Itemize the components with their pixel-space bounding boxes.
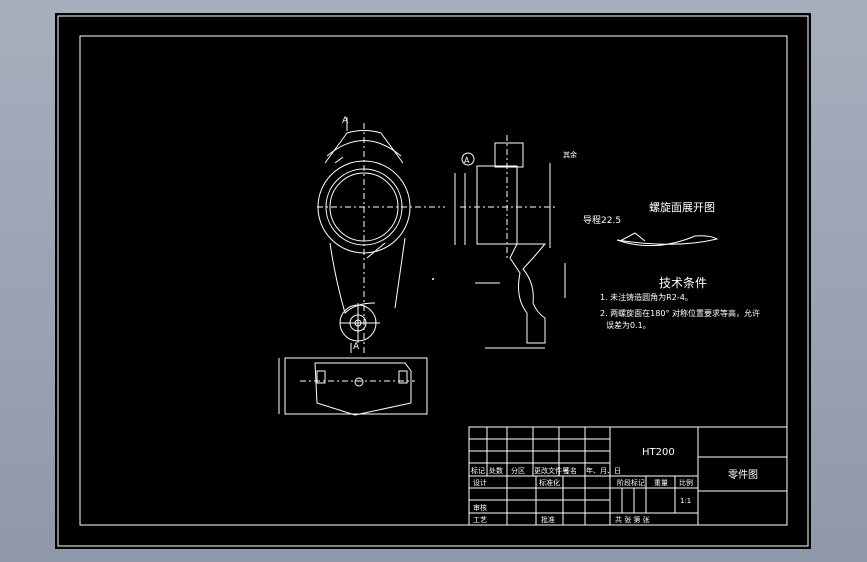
sheet-outer-border (57, 15, 809, 547)
tech-title: 技术条件 (659, 276, 707, 290)
rocker-arm-bottom-view (278, 357, 428, 416)
drawing-svg: A A (57, 15, 809, 547)
hdr-date: 年、月、日 (586, 466, 621, 475)
tech-item-2b: 误差为0.1。 (606, 320, 651, 330)
drawing-point (432, 278, 434, 280)
technical-requirements: 技术条件 1. 未注铸造圆角为R2-4。 2. 两螺旋面在180° 对称位置要求… (600, 276, 760, 330)
datum-circle (461, 152, 475, 166)
design-label: 设计 (473, 478, 487, 487)
section-view-aa: A 其余 (454, 135, 577, 349)
sheets-label: 共 张 第 张 (615, 515, 650, 524)
title-block: HT200 零件图 标记 处数 分区 更改文件号 签名 年、月、日 设计 标准化… (468, 426, 788, 526)
hdr-count: 处数 (489, 466, 503, 475)
scale-label: 比例 (679, 478, 693, 487)
rocker-arm-front-view: A A (317, 116, 445, 353)
approve-label: 批准 (541, 515, 555, 524)
pitch-label: 导程22.5 (583, 215, 621, 226)
spiral-title: 螺旋面展开图 (649, 200, 715, 214)
hdr-change-doc: 更改文件号 (534, 466, 569, 475)
hdr-mark: 标记 (471, 466, 485, 475)
drawing-name: 零件图 (728, 469, 758, 481)
sheet-frame (79, 35, 788, 526)
spiral-development-view: 螺旋面展开图 导程22.5 (583, 200, 719, 247)
stage-mark-label: 阶段标记 (617, 478, 645, 487)
datum-label: A (464, 156, 470, 165)
cad-drawing-canvas[interactable]: A A (55, 13, 811, 549)
tech-item-1: 1. 未注铸造圆角为R2-4。 (600, 292, 693, 302)
material-label: HT200 (642, 447, 675, 458)
review-label: 审核 (473, 503, 487, 512)
weight-label: 重量 (654, 479, 668, 487)
hdr-zone: 分区 (511, 466, 525, 475)
surface-finish-label: 其余 (563, 150, 577, 159)
scale-value: 1:1 (680, 497, 691, 505)
hdr-sign: 签名 (563, 466, 577, 475)
section-marker-top: A (342, 116, 349, 126)
section-marker-bottom: A (353, 342, 360, 352)
standardize-label: 标准化 (539, 478, 560, 487)
process-label: 工艺 (473, 516, 487, 524)
tech-item-2a: 2. 两螺旋面在180° 对称位置要求等高，允许 (600, 308, 760, 318)
